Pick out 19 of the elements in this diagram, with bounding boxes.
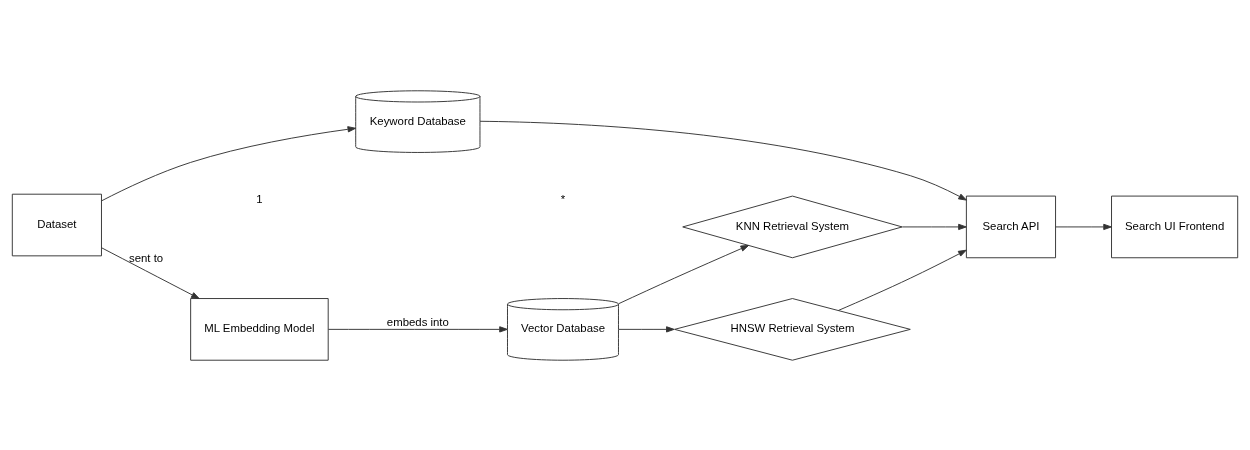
node-box: Dataset <box>11 193 102 256</box>
arrow <box>479 120 967 201</box>
arrow <box>1055 223 1112 230</box>
arrow <box>837 249 967 311</box>
node-box: Search API <box>965 195 1057 258</box>
arrow <box>618 325 675 332</box>
label: 1 <box>256 192 263 205</box>
arrow <box>618 244 750 304</box>
arrow <box>901 223 967 230</box>
arrow <box>101 246 200 299</box>
edge-label: sent to <box>128 251 164 264</box>
node-box: ML Embedding Model <box>190 297 329 361</box>
node-diamond: HNSW Retrieval System <box>674 297 911 361</box>
edge-label: embeds into <box>386 315 449 328</box>
node-box: Search UI Frontend <box>1111 195 1239 258</box>
arrow <box>101 125 357 201</box>
node-diamond: KNN Retrieval System <box>682 195 903 258</box>
arrow <box>327 325 508 332</box>
label: * <box>560 192 566 205</box>
